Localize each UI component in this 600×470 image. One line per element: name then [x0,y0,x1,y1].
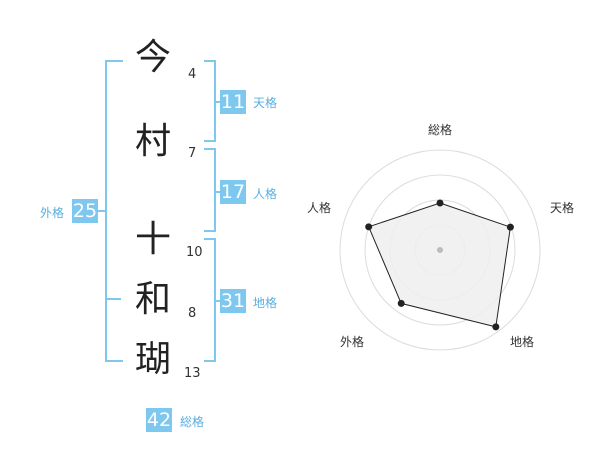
radar-label-tenkaku: 天格 [550,201,575,215]
chikaku-connector [214,300,220,302]
kanji-5: 瑚 [134,339,171,380]
radar-label-chikaku: 地格 [510,335,535,349]
radar-label-gaikaku: 外格 [340,335,365,349]
kanji-3: 十 [134,219,171,260]
radar-point-1 [506,223,514,231]
radar-ring-3 [364,174,516,326]
soukaku-label: 総格 [180,415,205,429]
radar-polygon [368,202,511,328]
soukaku-value: 42 [146,408,172,432]
jinkaku-connector [214,191,220,193]
tenkaku-label: 天格 [253,96,278,110]
radar-ring-4 [339,149,541,351]
radar-point-4 [365,223,373,231]
gaikaku-connector [97,210,105,212]
radar-center-dot [437,247,443,253]
chikaku-label: 地格 [253,296,278,310]
tenkaku-value: 11 [220,90,246,114]
jinkaku-label: 人格 [253,187,278,201]
stroke-count-2: 7 [188,146,197,161]
radar-label-soukaku: 総格 [428,123,453,137]
radar-point-0 [436,199,444,207]
stroke-count-4: 8 [188,306,197,321]
kanji-4: 和 [134,279,171,320]
jinkaku-value: 17 [220,180,246,204]
gaikaku-label: 外格 [40,206,65,220]
stroke-count-5: 13 [184,366,201,381]
jinkaku-bracket [204,148,216,232]
kanji-1: 今 [134,37,171,78]
radar-point-2 [492,323,500,331]
tenkaku-connector [214,101,220,103]
radar-point-3 [397,299,405,307]
radar-label-jinkaku: 人格 [307,201,332,215]
stroke-count-1: 4 [188,67,197,82]
kanji-2: 村 [134,121,171,162]
stroke-count-3: 10 [186,245,203,260]
gaikaku-bracket-mid [105,298,121,300]
gaikaku-bracket [105,60,123,362]
chikaku-value: 31 [220,289,246,313]
gaikaku-value: 25 [72,199,98,223]
